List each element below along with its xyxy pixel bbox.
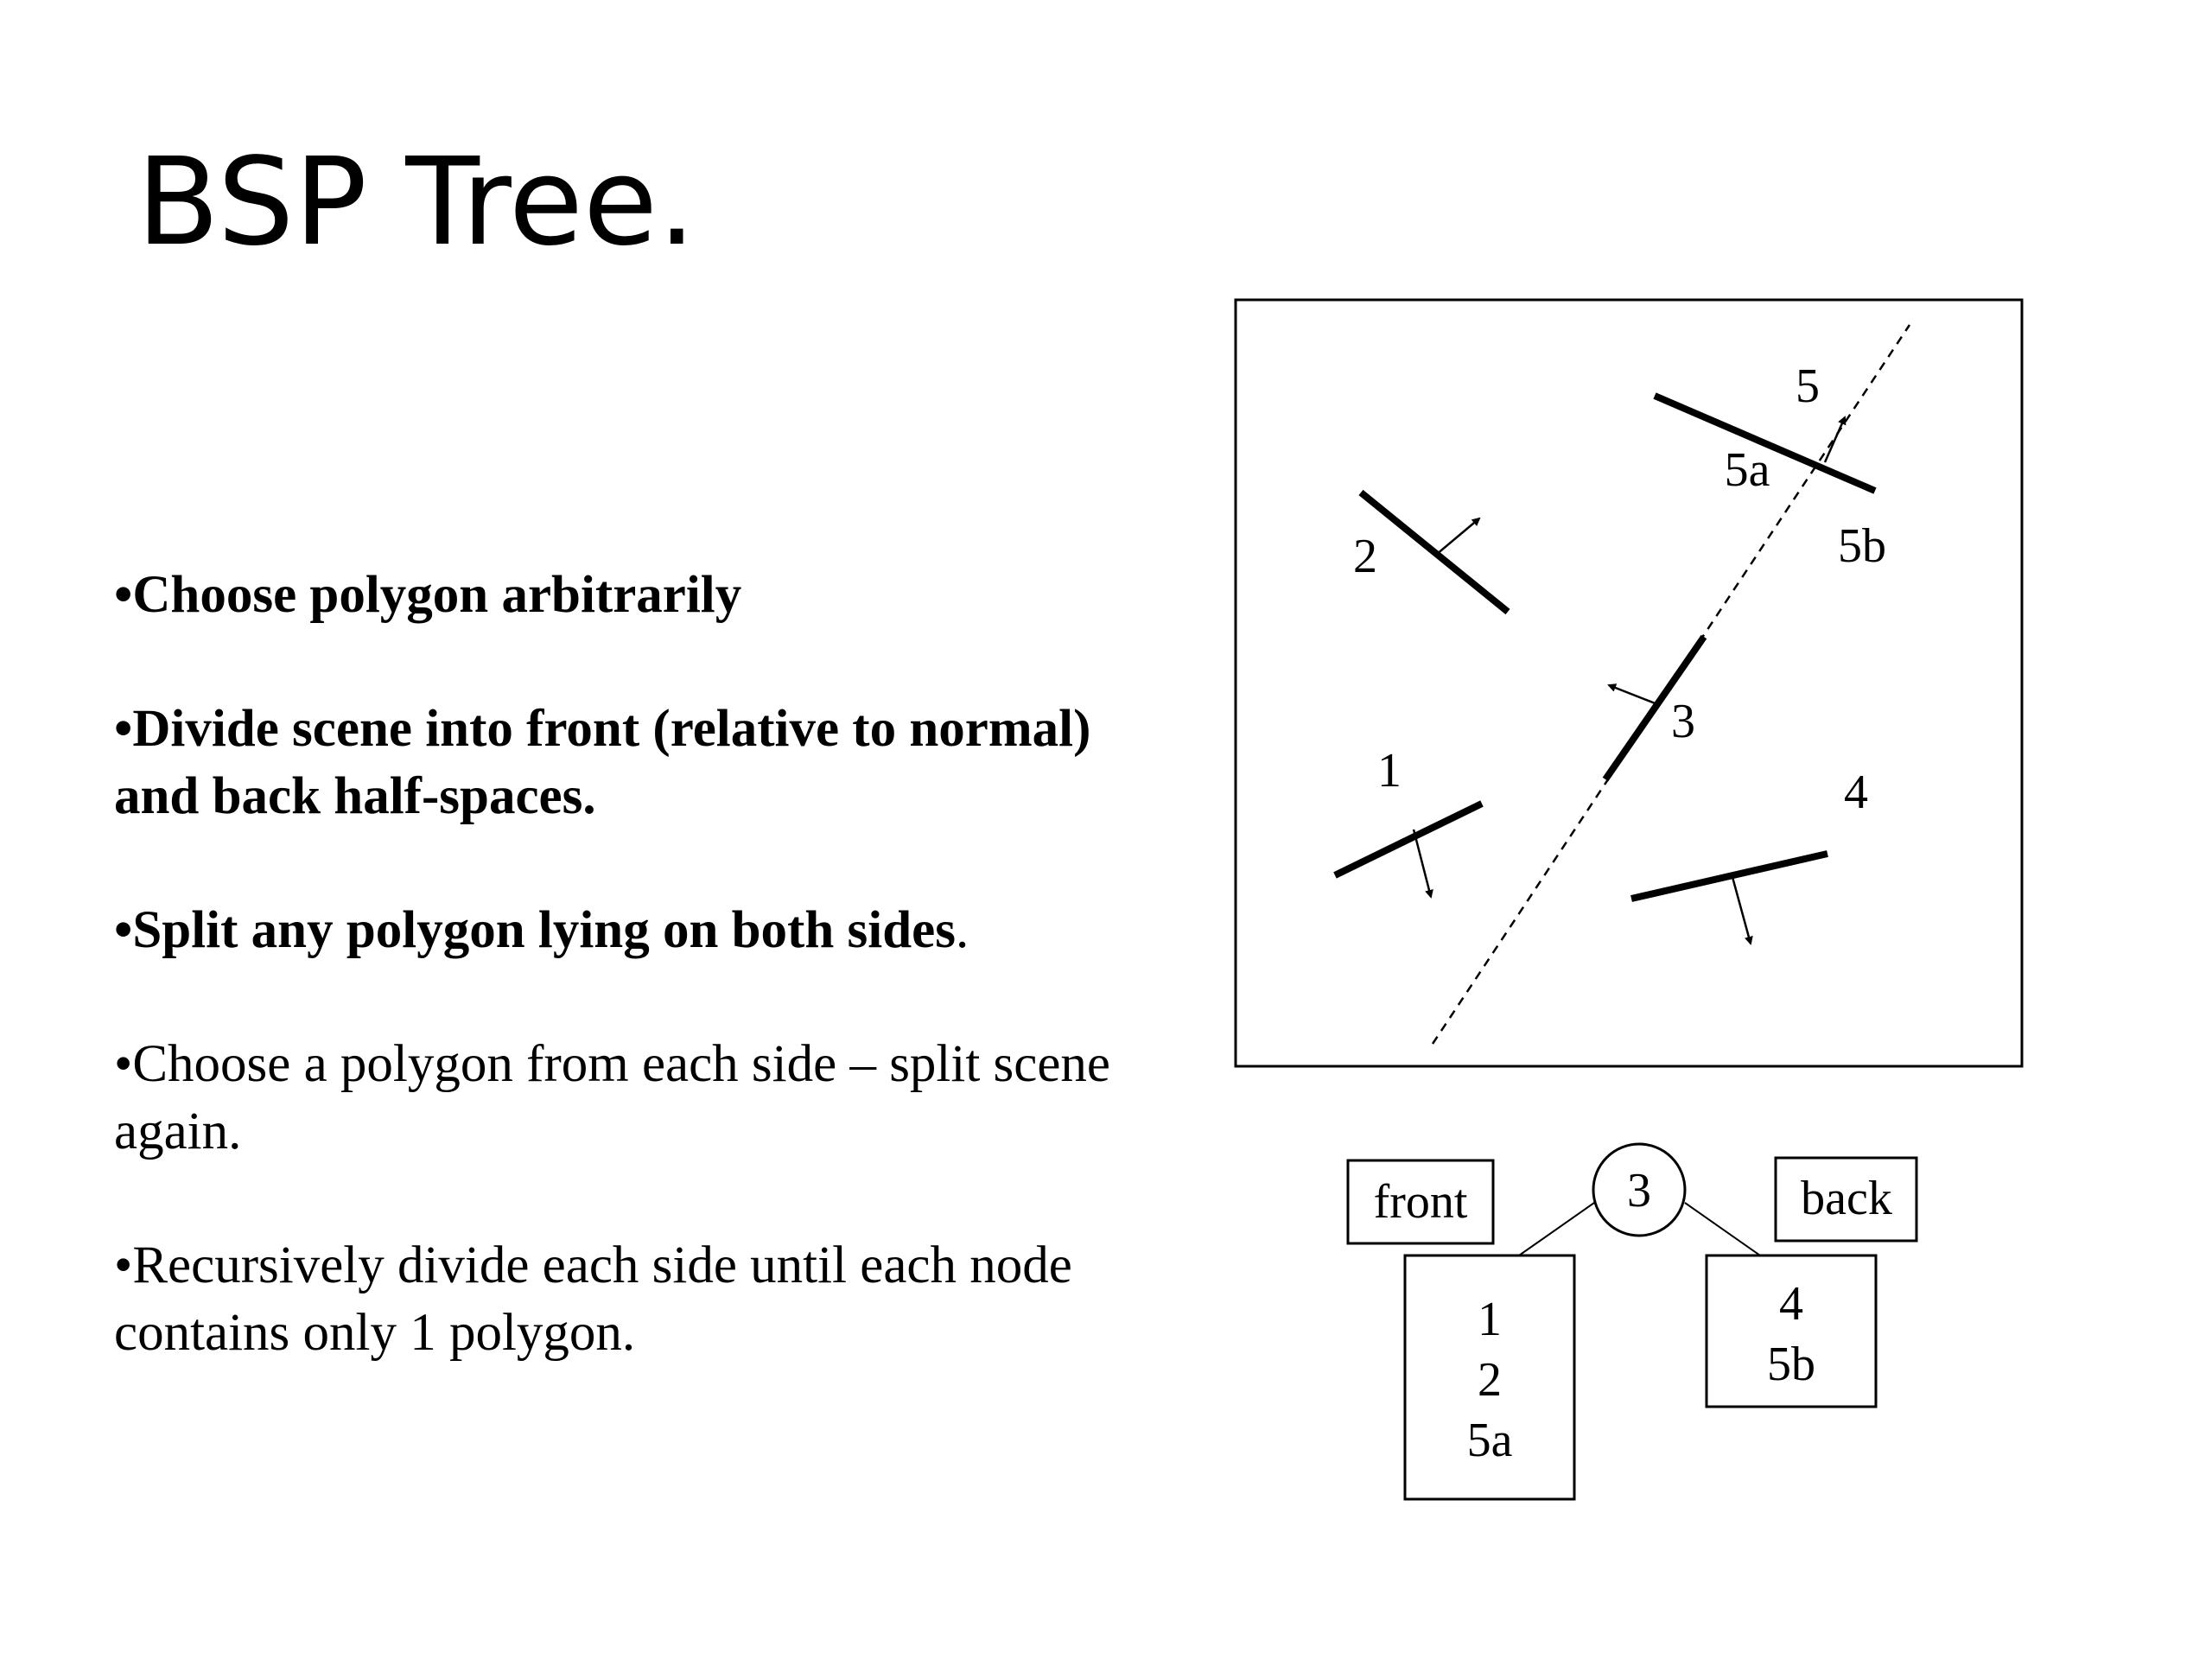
polygon-4 [1630,850,1828,902]
slide-title: BSP Tree. [137,132,696,273]
front-node-item: 1 [1478,1293,1502,1346]
scene-frame [1234,298,2024,1068]
front-node-box [1403,1254,1576,1501]
front-node-item: 5a [1467,1414,1513,1467]
tree-root-node [1592,1142,1687,1237]
label-1: 1 [1377,744,1402,798]
polygon-5 [1653,392,1877,494]
normal-arrow-2 [1435,517,1481,556]
normal-arrow-5 [1823,416,1847,463]
normal-arrow-3 [1607,683,1658,706]
label-5a: 5a [1725,443,1770,497]
front-label-box [1346,1159,1495,1245]
splitting-plane [1431,324,1911,1045]
tree-edge-front [1518,1202,1595,1256]
label-5b: 5b [1838,519,1886,573]
tree-root-label: 3 [1627,1164,1651,1217]
bullet-list: •Choose polygon arbitrarily •Divide scen… [114,562,1134,1433]
back-label: back [1801,1172,1892,1225]
tree-edge-back [1684,1202,1761,1256]
front-node-item: 2 [1478,1353,1502,1407]
normal-arrow-4 [1731,876,1753,945]
front-label: front [1374,1175,1468,1229]
bsp-tree: 3 front back 1 2 5a 4 5b [1346,1142,1918,1501]
back-node-box [1705,1254,1878,1408]
bullet-item: •Split any polygon lying on both sides. [114,901,969,959]
polygon-1 [1333,800,1484,879]
bullet-item: •Choose a polygon from each side – split… [114,1035,1110,1160]
bullet-item: •Recursively divide each side until each… [114,1236,1072,1362]
back-node-item: 4 [1779,1277,1803,1331]
back-label-box [1774,1156,1918,1243]
normal-arrow-1 [1412,829,1433,899]
label-5: 5 [1796,359,1820,413]
polygon-2 [1358,489,1510,615]
label-4: 4 [1844,766,1868,819]
back-node-item: 5b [1767,1338,1815,1391]
bullet-item: •Divide scene into front (relative to no… [114,700,1091,825]
polygon-3 [1602,634,1707,782]
bullet-item: •Choose polygon arbitrarily [114,566,742,624]
label-3: 3 [1671,695,1695,748]
label-2: 2 [1353,530,1377,583]
